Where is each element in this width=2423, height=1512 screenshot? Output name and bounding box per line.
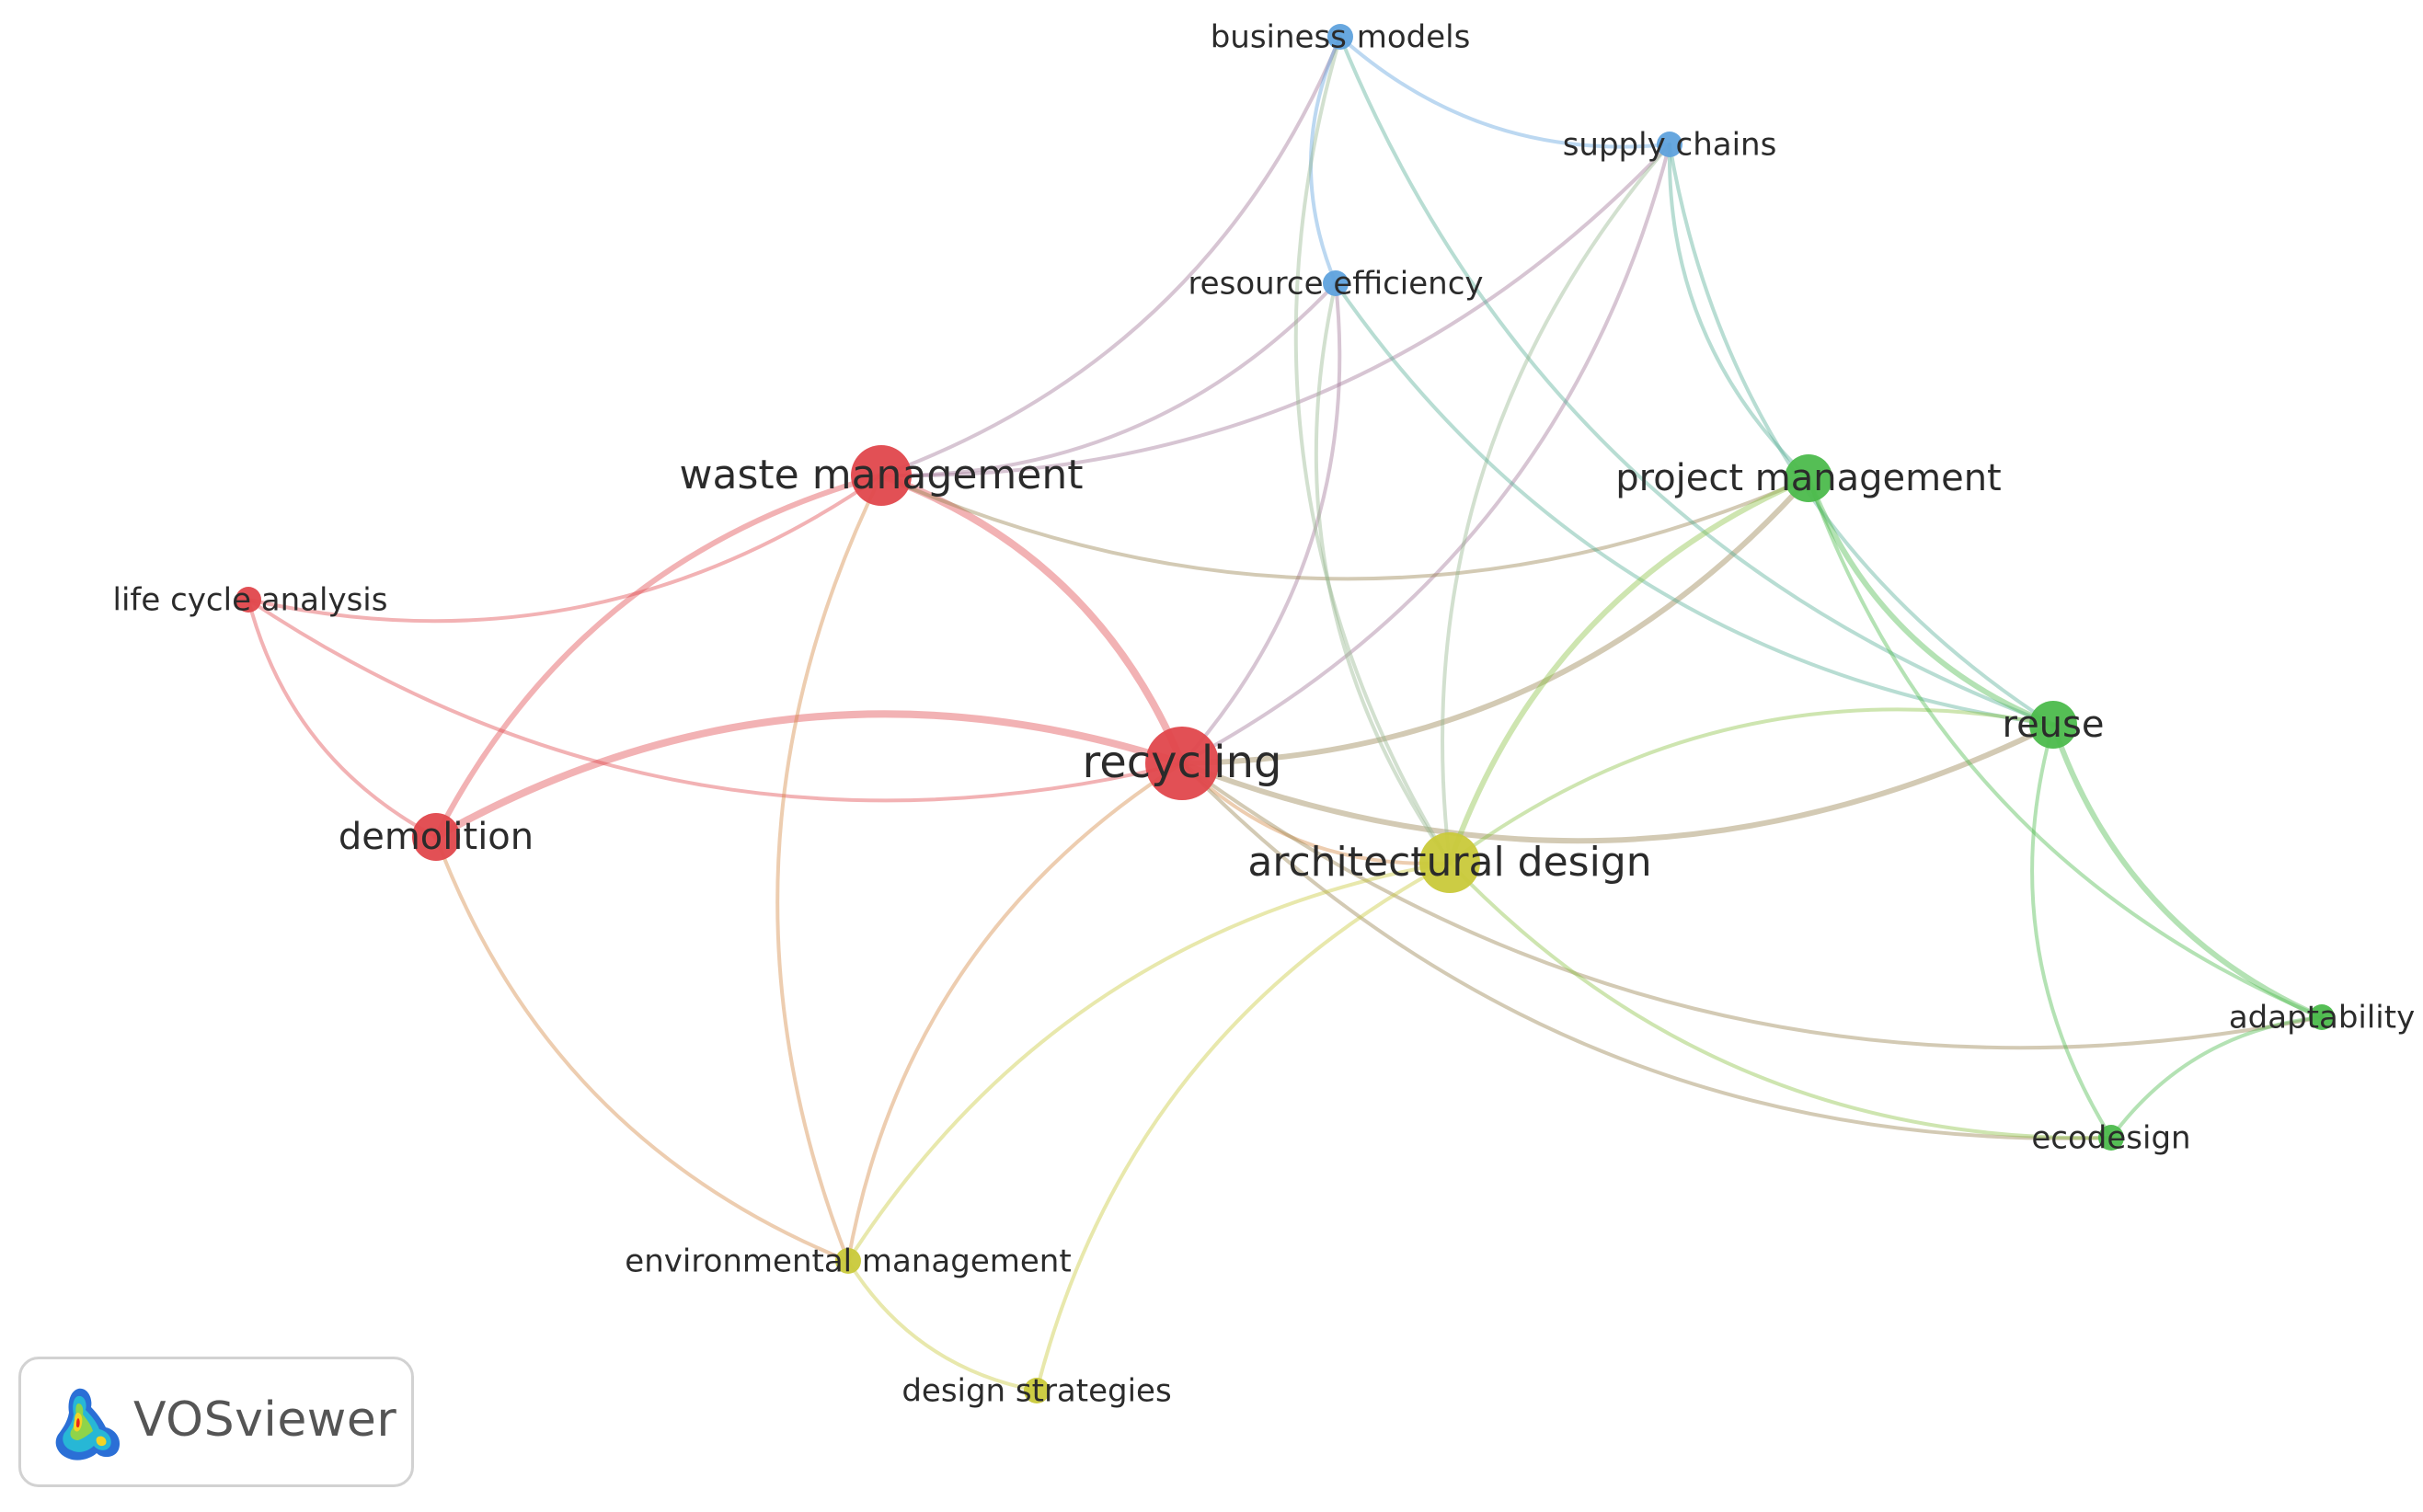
- edge-business-models-supply-chains: [1338, 35, 1671, 149]
- edge-life-cycle-analysis-demolition: [247, 598, 438, 839]
- node-label-life-cycle-analysis: life cycle analysis: [113, 582, 388, 619]
- edge-recycling-resource-efficiency: [1180, 281, 1342, 765]
- edge-recycling-adaptability: [1180, 762, 2324, 1050]
- node-demolition[interactable]: [412, 813, 460, 861]
- edge-resource-efficiency-reuse: [1334, 281, 2055, 727]
- edge-waste-management-resource-efficiency: [879, 281, 1338, 478]
- edge-architectural-design-design-strategies: [1035, 861, 1452, 1392]
- edge-recycling-architectural-design: [1180, 762, 1452, 865]
- edge-life-cycle-analysis-waste-management: [247, 474, 883, 624]
- node-label-design-strategies: design strategies: [901, 1373, 1171, 1410]
- node-label-resource-efficiency: resource efficiency: [1188, 266, 1483, 303]
- node-label-environmental-management: environmental management: [625, 1243, 1071, 1280]
- edge-environmental-management-design-strategies: [846, 1259, 1039, 1392]
- labels-layer: business models supply chains resource eff…: [113, 19, 2416, 1410]
- node-label-waste-management: waste management: [680, 452, 1084, 498]
- node-supply-chains[interactable]: [1657, 132, 1682, 157]
- node-label-adaptability: adaptability: [2229, 1000, 2415, 1037]
- edge-life-cycle-analysis-recycling: [247, 598, 1184, 803]
- edge-recycling-supply-chains: [1180, 143, 1671, 765]
- edge-resource-efficiency-architectural-design: [1314, 281, 1452, 865]
- edge-reuse-architectural-design: [1448, 707, 2055, 865]
- node-life-cycle-analysis[interactable]: [235, 587, 261, 613]
- node-label-reuse: reuse: [2003, 704, 2105, 746]
- node-recycling[interactable]: [1145, 727, 1219, 800]
- nodes-layer: [235, 24, 2335, 1403]
- node-label-recycling: recycling: [1083, 737, 1282, 788]
- node-project-management[interactable]: [1785, 454, 1832, 502]
- node-architectural-design[interactable]: [1419, 832, 1480, 893]
- edge-business-models-resource-efficiency: [1308, 35, 1342, 285]
- edge-recycling-demolition: [432, 710, 1186, 841]
- node-label-business-models: business models: [1211, 19, 1471, 56]
- node-label-demolition: demolition: [339, 816, 534, 858]
- vosviewer-logo-text: VOSviewer: [133, 1392, 397, 1448]
- node-waste-management[interactable]: [851, 445, 912, 506]
- edge-demolition-environmental-management: [434, 835, 850, 1263]
- edge-architectural-design-ecodesign: [1448, 861, 2113, 1140]
- edge-project-management-architectural-design: [1447, 475, 1811, 865]
- edge-project-management-adaptability: [1807, 476, 2324, 1019]
- node-environmental-management[interactable]: [835, 1248, 861, 1274]
- edge-waste-management-project-management: [879, 474, 1810, 581]
- edge-reuse-ecodesign: [2030, 723, 2113, 1140]
- vosviewer-heatmap-icon: [55, 1388, 121, 1460]
- node-label-architectural-design: architectural design: [1247, 839, 1651, 886]
- edge-waste-management-environmental-management: [775, 474, 883, 1263]
- edge-adaptability-ecodesign: [2109, 1015, 2324, 1140]
- edge-waste-management-demolition: [433, 473, 884, 840]
- vosviewer-logo: VOSviewer: [18, 1357, 414, 1487]
- edge-waste-management-business-models: [879, 35, 1342, 477]
- edge-recycling-environmental-management: [846, 762, 1184, 1263]
- edge-supply-chains-project-management: [1667, 143, 1810, 480]
- edge-reuse-adaptability: [2050, 722, 2325, 1020]
- edge-recycling-reuse: [1179, 722, 2056, 844]
- node-ecodesign[interactable]: [2098, 1125, 2124, 1151]
- edge-project-management-reuse: [1806, 475, 2056, 727]
- edge-recycling-ecodesign: [1180, 762, 2113, 1140]
- edge-business-models-reuse: [1338, 35, 2055, 727]
- edge-waste-management-supply-chains: [879, 143, 1671, 478]
- edge-architectural-design-environmental-management: [846, 861, 1452, 1263]
- node-resource-efficiency[interactable]: [1323, 270, 1349, 296]
- edge-recycling-project-management: [1179, 475, 1811, 766]
- node-label-supply-chains: supply chains: [1563, 127, 1777, 164]
- node-label-project-management: project management: [1615, 457, 2002, 499]
- node-business-models[interactable]: [1327, 24, 1353, 50]
- node-design-strategies[interactable]: [1024, 1378, 1050, 1403]
- node-reuse[interactable]: [2029, 701, 2077, 749]
- edge-recycling-waste-management: [878, 472, 1186, 767]
- node-adaptability[interactable]: [2309, 1004, 2335, 1030]
- edge-business-models-architectural-design: [1293, 35, 1452, 865]
- edge-supply-chains-architectural-design: [1441, 143, 1671, 865]
- node-label-ecodesign: ecodesign: [2031, 1120, 2190, 1157]
